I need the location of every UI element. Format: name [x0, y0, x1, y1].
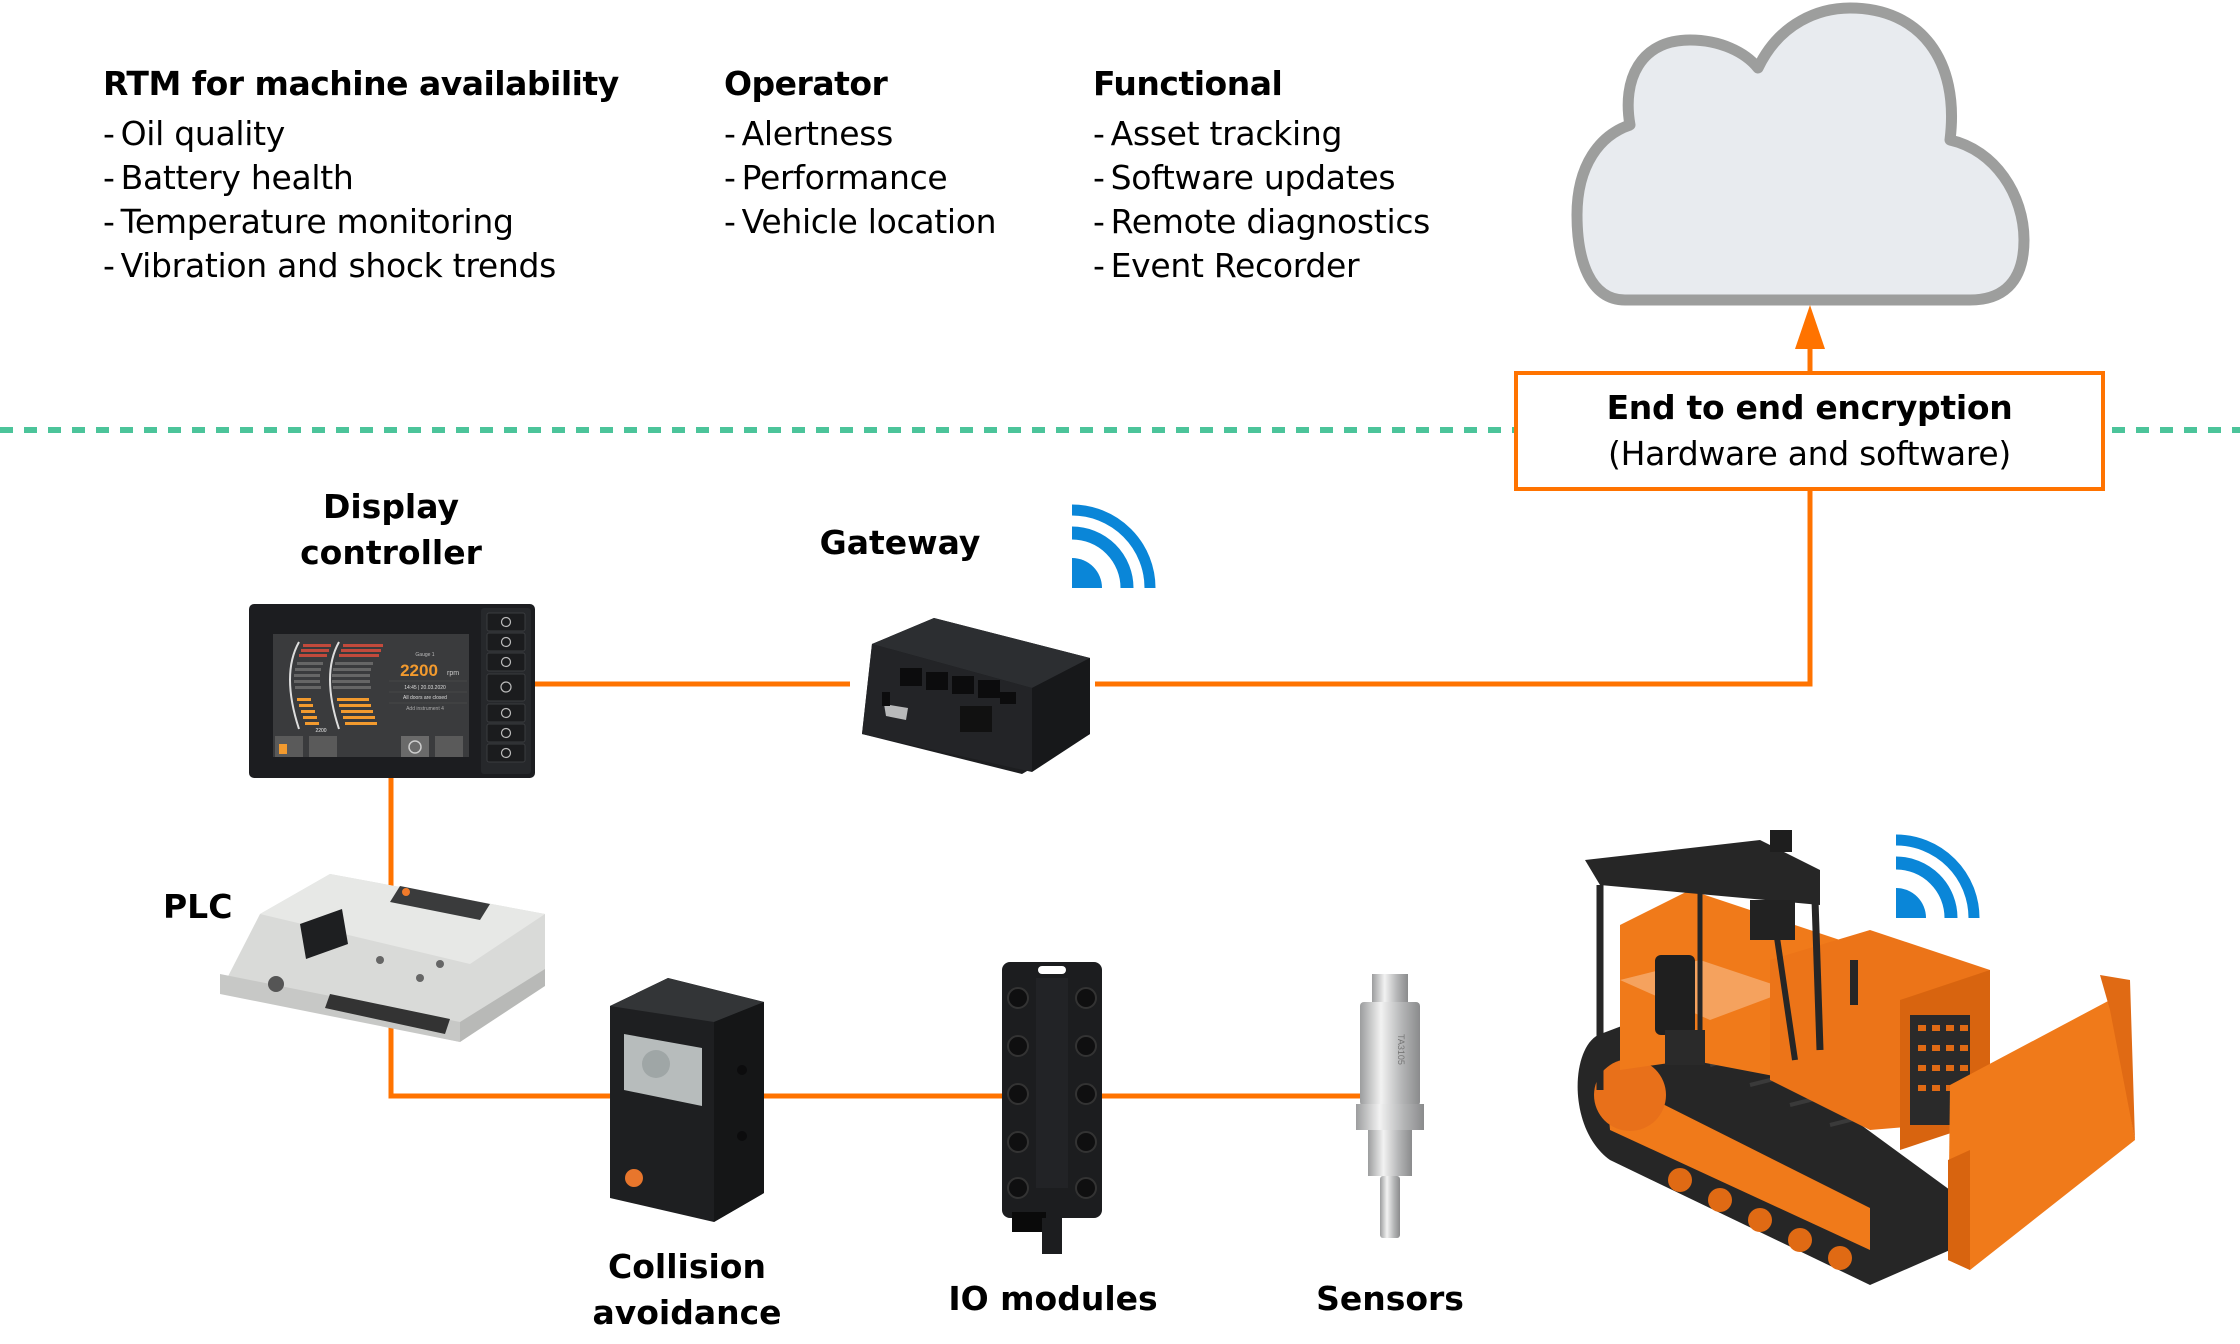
screen-softkey	[435, 736, 463, 757]
collision-avoidance-label: Collision avoidance	[592, 1247, 782, 1332]
encryption-title: End to end encryption	[1606, 388, 2013, 427]
list-item: -Oil quality	[103, 114, 286, 153]
column-heading: Functional	[1093, 64, 1283, 103]
list-item: -Alertness	[724, 114, 894, 153]
encryption-box: End to end encryption (Hardware and soft…	[1514, 371, 2105, 491]
feature-list: -Asset tracking -Software updates -Remot…	[1093, 112, 1430, 288]
screen-rpm-value: 2200	[400, 661, 438, 680]
gateway-device	[862, 618, 1090, 774]
screen-softkey	[401, 736, 429, 757]
hardware-buttons	[486, 612, 526, 763]
column-rtm: RTM for machine availability -Oil qualit…	[103, 62, 619, 288]
column-heading: Operator	[724, 64, 888, 103]
list-item: -Software updates	[1093, 158, 1396, 197]
connection-box-gateway	[1095, 490, 1813, 687]
collision-avoidance-device	[610, 978, 764, 1222]
arrow-up-icon	[1795, 305, 1825, 349]
wifi-icon	[1895, 834, 1980, 919]
list-item: -Battery health	[103, 158, 354, 197]
list-item: -Temperature monitoring	[103, 202, 514, 241]
cloud-icon	[1571, 2, 2030, 306]
list-item: -Vehicle location	[724, 202, 997, 241]
sensor-device: TA3105	[1356, 974, 1424, 1238]
list-item: -Event Recorder	[1093, 246, 1360, 285]
display-controller-label: Display controller	[300, 487, 482, 572]
list-item: -Performance	[724, 158, 948, 197]
io-modules-label: IO modules	[948, 1279, 1158, 1318]
operator-seat	[1655, 955, 1695, 1035]
ifm-logo	[625, 1169, 643, 1187]
screen-add-instrument: Add instrument 4	[406, 706, 444, 712]
column-functional: Functional -Asset tracking -Software upd…	[1093, 62, 1430, 288]
screen-rpm-unit: rpm	[447, 670, 459, 677]
screen-gauge-title: Gauge 1	[415, 652, 434, 658]
column-operator: Operator -Alertness -Performance -Vehicl…	[724, 62, 997, 244]
feature-list: -Alertness -Performance -Vehicle locatio…	[724, 112, 997, 244]
screen-status: All doors are closed	[403, 695, 447, 701]
wifi-icon	[1071, 504, 1156, 589]
sensor-model: TA3105	[1396, 1034, 1406, 1065]
display-controller-device: Gauge 1 2200 rpm 14:45 | 20.03.2020 All …	[249, 604, 535, 778]
column-heading: RTM for machine availability	[103, 64, 619, 103]
list-item: -Asset tracking	[1093, 114, 1343, 153]
plc-device	[220, 874, 545, 1042]
bulldozer-machine	[1577, 830, 2135, 1285]
feature-list: -Oil quality -Battery health -Temperatur…	[103, 112, 619, 288]
screen-datetime: 14:45 | 20.03.2020	[404, 685, 446, 691]
screen-softkey	[309, 736, 337, 757]
encryption-subtitle: (Hardware and software)	[1608, 434, 2011, 473]
gateway-label: Gateway	[819, 523, 981, 562]
screen-small-rpm: 2200	[315, 728, 326, 734]
gauge-bars	[289, 641, 383, 730]
dozer-blade	[1948, 1000, 2135, 1270]
plc-label: PLC	[163, 887, 233, 926]
io-module-device	[1002, 962, 1102, 1254]
sensors-label: Sensors	[1316, 1279, 1464, 1318]
list-item: -Remote diagnostics	[1093, 202, 1431, 241]
list-item: -Vibration and shock trends	[103, 246, 557, 285]
